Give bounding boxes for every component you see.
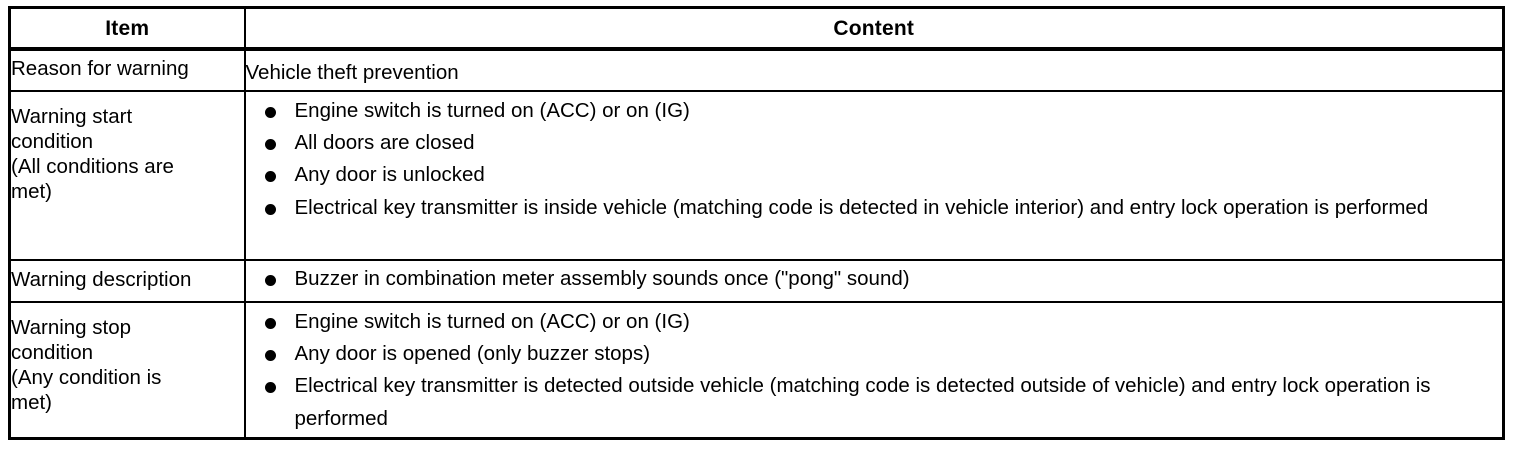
table-body: Reason for warning Vehicle theft prevent… [8, 48, 1505, 440]
row-content: Buzzer in combination meter assembly sou… [243, 258, 1505, 303]
list-item: Buzzer in combination meter assembly sou… [246, 263, 1503, 295]
column-header-item: Item [8, 6, 246, 51]
list-item: Electrical key transmitter is detected o… [246, 370, 1503, 435]
list-item: Any door is unlocked [246, 159, 1503, 191]
row-content: Engine switch is turned on (ACC) or on (… [243, 300, 1505, 440]
bullet-dot-icon [264, 171, 276, 183]
table-row: Warning start condition (All conditions … [8, 89, 1505, 261]
bullet-dot-icon [264, 350, 276, 362]
list-item-text: Any door is unlocked [294, 163, 485, 187]
list-item: All doors are closed [246, 127, 1503, 159]
bullet-dot-icon [264, 382, 276, 394]
specification-table-sheet: Item Content Reason for warning Vehicle … [0, 6, 1520, 454]
list-item-text: Electrical key transmitter is inside veh… [294, 195, 1429, 219]
table-row: Reason for warning Vehicle theft prevent… [8, 48, 1505, 92]
list-item-text: Engine switch is turned on (ACC) or on (… [294, 98, 690, 122]
table-header-row: Item Content [8, 6, 1505, 51]
list-item-text: All doors are closed [294, 130, 475, 154]
bullet-dot-icon [264, 106, 276, 118]
table-row: Warning description Buzzer in combinatio… [8, 258, 1505, 303]
list-item-text: Any door is opened (only buzzer stops) [294, 341, 651, 365]
list-item: Engine switch is turned on (ACC) or on (… [246, 306, 1503, 338]
list-item: Any door is opened (only buzzer stops) [246, 338, 1503, 370]
list-item: Engine switch is turned on (ACC) or on (… [246, 95, 1503, 127]
bullet-dot-icon [264, 274, 276, 286]
list-item-text: Buzzer in combination meter assembly sou… [294, 266, 910, 290]
list-item: Electrical key transmitter is inside veh… [246, 192, 1503, 224]
row-item-label: Warning stop condition (Any condition is… [8, 300, 246, 440]
bullet-list: Buzzer in combination meter assembly sou… [246, 261, 1503, 295]
list-item-text: Engine switch is turned on (ACC) or on (… [294, 309, 690, 333]
row-item-label: Warning description [8, 258, 246, 303]
column-header-content: Content [243, 6, 1505, 51]
table-row: Warning stop condition (Any condition is… [8, 300, 1505, 440]
row-item-label: Warning start condition (All conditions … [8, 89, 246, 261]
list-item-text: Electrical key transmitter is detected o… [294, 374, 1431, 430]
row-content: Engine switch is turned on (ACC) or on (… [243, 89, 1505, 261]
table-header: Item Content [8, 6, 1505, 51]
bullet-list: Engine switch is turned on (ACC) or on (… [246, 303, 1503, 436]
warning-specification-table: Item Content Reason for warning Vehicle … [8, 6, 1505, 440]
bullet-dot-icon [264, 317, 276, 329]
bullet-dot-icon [264, 203, 276, 215]
bullet-dot-icon [264, 139, 276, 151]
row-item-label: Reason for warning [8, 48, 246, 92]
row-content: Vehicle theft prevention [243, 48, 1505, 92]
content-text: Vehicle theft prevention [245, 61, 459, 84]
bullet-list: Engine switch is turned on (ACC) or on (… [246, 92, 1503, 225]
